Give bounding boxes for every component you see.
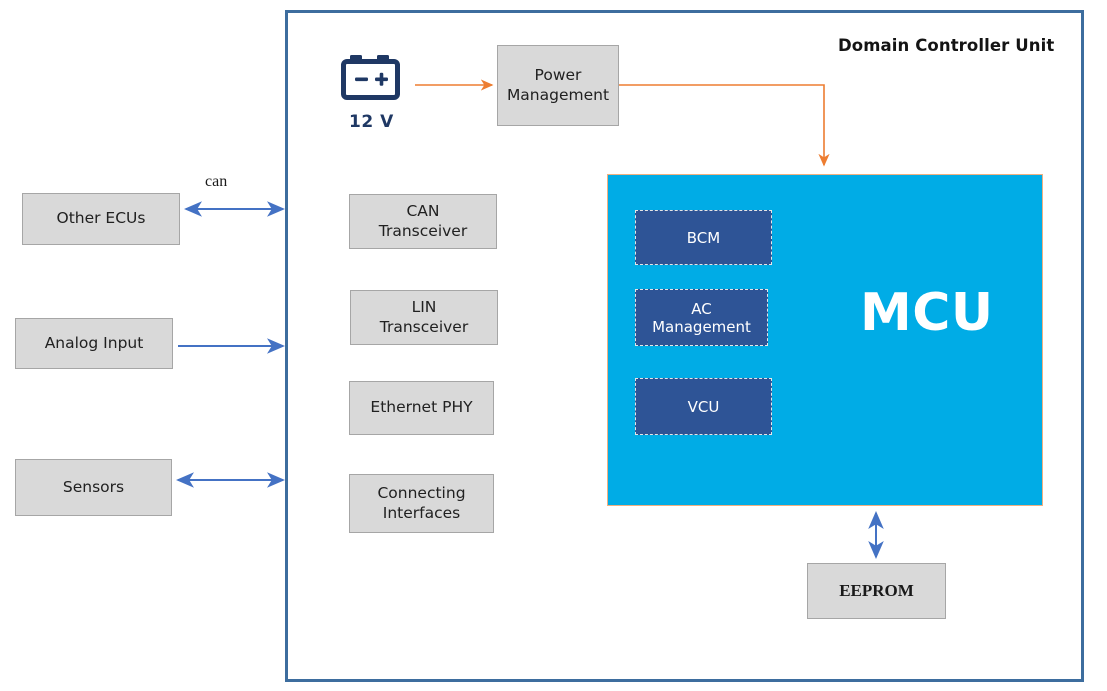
block-connecting-interfaces[interactable]: Connecting Interfaces [349,474,494,533]
block-can-transceiver-label: CAN Transceiver [378,202,468,240]
sub-block-vcu[interactable]: VCU [635,378,772,435]
sub-block-bcm[interactable]: BCM [635,210,772,265]
sub-block-vcu-label: VCU [687,397,720,416]
block-mcu-label: MCU [860,283,994,343]
block-ethernet-phy-label: Ethernet PHY [370,398,473,417]
block-other-ecus-label: Other ECUs [56,209,146,228]
domain-controller-unit-boundary [285,10,1084,682]
can-bus-label: can [205,173,228,190]
battery-icon [341,55,401,103]
sub-block-bcm-label: BCM [686,228,721,247]
sub-block-ac-management[interactable]: AC Management [635,289,768,346]
sub-block-ac-management-label: AC Management [652,299,751,336]
block-sensors[interactable]: Sensors [15,459,172,516]
block-connecting-interfaces-label: Connecting Interfaces [377,484,466,522]
block-power-management-label: Power Management [506,66,610,104]
block-power-management[interactable]: Power Management [497,45,619,126]
block-lin-transceiver-label: LIN Transceiver [379,298,469,336]
block-ethernet-phy[interactable]: Ethernet PHY [349,381,494,435]
block-eeprom-label: EEPROM [839,581,914,601]
page-title: Domain Controller Unit [838,36,1055,55]
block-analog-input[interactable]: Analog Input [15,318,173,369]
battery-voltage-label: 12 V [349,112,394,132]
block-mcu[interactable]: BCM AC Management VCU MCU [607,174,1043,506]
block-lin-transceiver[interactable]: LIN Transceiver [350,290,498,345]
block-can-transceiver[interactable]: CAN Transceiver [349,194,497,249]
block-eeprom[interactable]: EEPROM [807,563,946,619]
block-other-ecus[interactable]: Other ECUs [22,193,180,245]
block-analog-input-label: Analog Input [44,333,144,352]
block-sensors-label: Sensors [62,477,125,496]
